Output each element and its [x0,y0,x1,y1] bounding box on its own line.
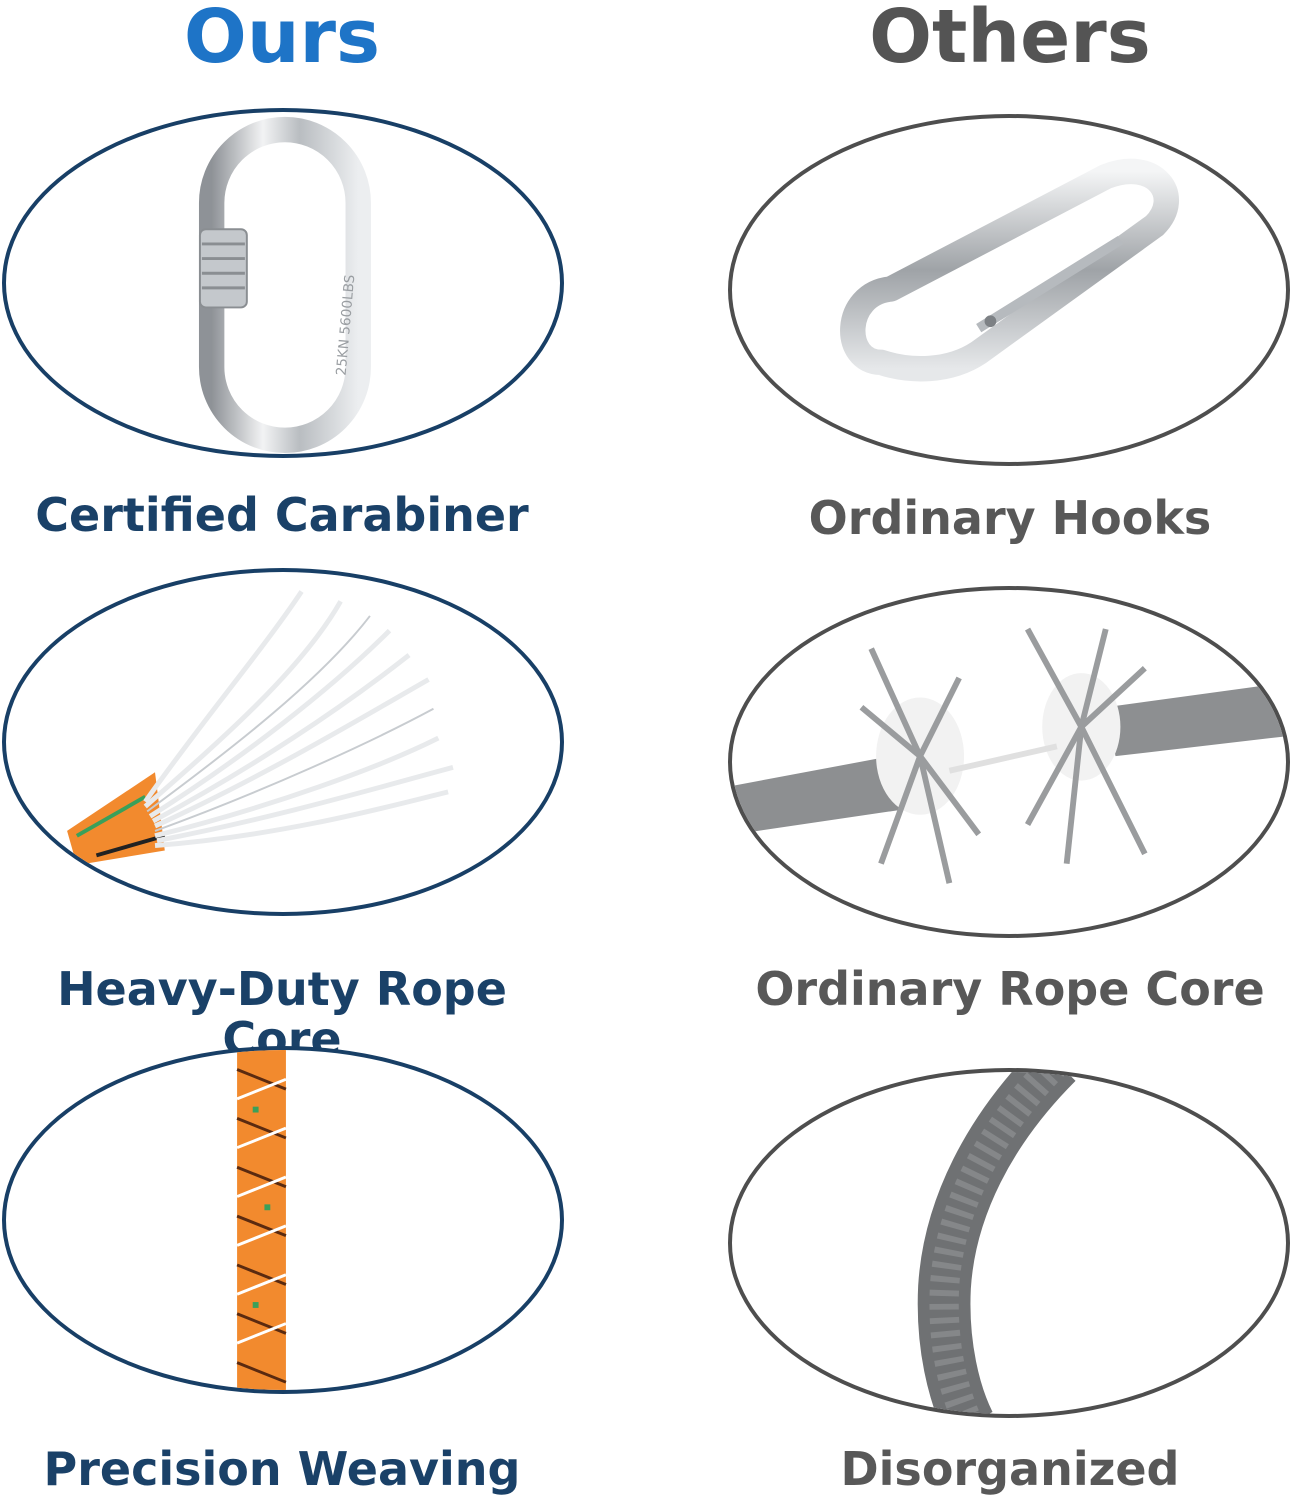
others-weaving-oval [728,1068,1290,1418]
heavy-duty-rope-core-image [67,590,454,866]
ours-weaving-oval [2,1046,564,1394]
disorganized-label: Disorganized [840,1442,1180,1496]
precision-weaving-rope-image [236,1050,287,1390]
ours-carabiner-oval: 25KN 5600LBS [2,108,564,458]
disorganized-rope-image [917,1072,1076,1414]
others-heading: Others [869,0,1151,80]
ours-heading: Ours [183,0,381,80]
heavy-duty-rope-core-label: Heavy-Duty Rope Core [57,962,507,1066]
others-hook-oval [728,114,1290,466]
precision-weaving-label: Precision Weaving [43,1442,521,1496]
locking-carabiner-image: 25KN 5600LBS [198,116,371,454]
ordinary-hooks-label: Ordinary Hooks [808,491,1212,545]
snap-hook-image [840,158,1179,382]
others-rope-core-oval [728,586,1290,938]
certified-carabiner-label: Certified Carabiner [35,488,529,542]
ordinary-rope-core-image [734,627,1284,884]
ours-rope-core-oval [2,568,564,916]
ordinary-rope-core-label: Ordinary Rope Core [755,962,1265,1016]
